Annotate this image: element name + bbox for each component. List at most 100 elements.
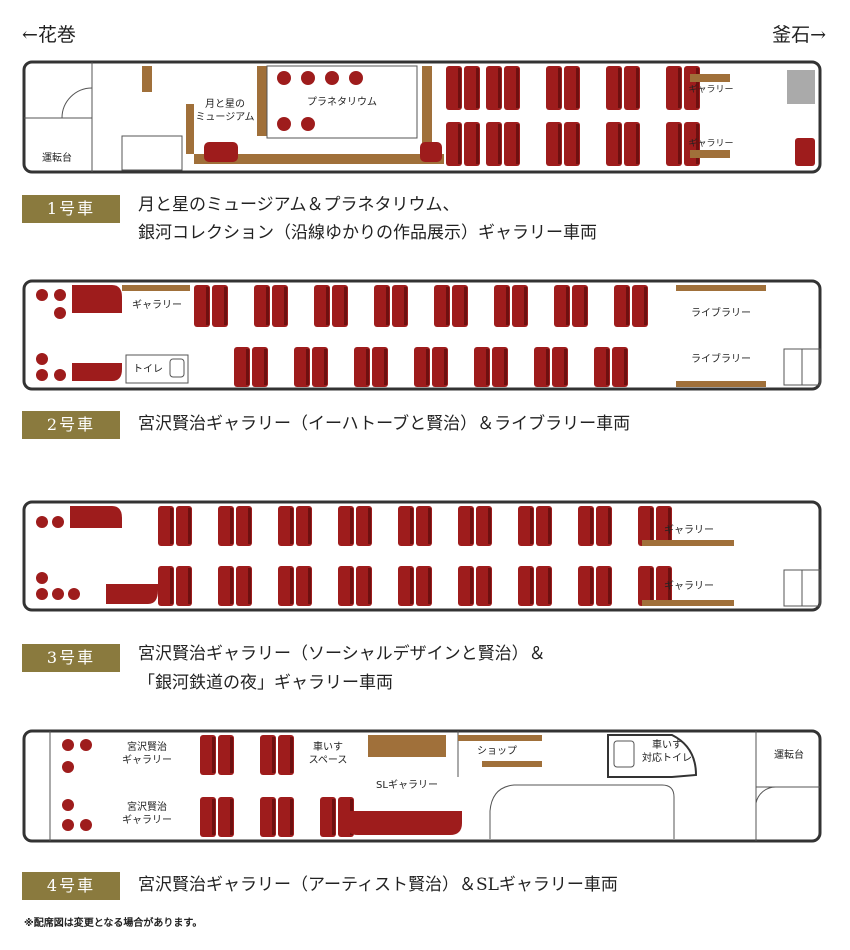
seat-back	[384, 349, 387, 385]
seat-back	[350, 508, 353, 544]
car-1-gallery-bottom-label: ギャラリー	[688, 139, 734, 149]
car-3-gallery-top-label: ギャラリー	[664, 525, 714, 536]
seat-back	[264, 349, 267, 385]
seat-back	[386, 287, 389, 325]
seat-back	[530, 508, 533, 544]
car-1-cab-label: 運転台	[42, 153, 72, 164]
seat-back	[470, 568, 473, 604]
car-4-accessible-toilet-label: 車いす 対応トイレ	[642, 740, 692, 764]
seat-back	[618, 124, 621, 164]
seat-back	[566, 287, 569, 325]
seat-back	[488, 508, 491, 544]
seat-back	[530, 568, 533, 604]
car-3-caption-line-1: 宮沢賢治ギャラリー（ソーシャルデザインと賢治）＆	[138, 644, 546, 664]
seat-back	[306, 349, 309, 385]
seat-back	[488, 568, 491, 604]
seat-back	[444, 349, 447, 385]
seat-back	[678, 124, 681, 164]
seat-back	[206, 287, 209, 325]
seat-back	[576, 68, 579, 108]
seat-back	[650, 568, 653, 604]
seat-back	[548, 568, 551, 604]
seat-back	[230, 737, 233, 773]
car-1-caption-line-2: 銀河コレクション（沿線ゆかりの作品展示）ギャラリー車両	[138, 223, 597, 243]
car-1-caption-line-1: 月と星のミュージアム＆プラネタリウム、	[138, 195, 460, 215]
seat-back	[324, 349, 327, 385]
seat-back	[170, 508, 173, 544]
seat-back	[458, 68, 461, 108]
seat-back	[498, 68, 501, 108]
car-3-badge: 3号車	[22, 644, 120, 672]
seat-back	[428, 568, 431, 604]
seat-back	[170, 568, 173, 604]
seat-back	[618, 68, 621, 108]
seat-back	[546, 349, 549, 385]
seat-back	[272, 799, 275, 835]
seat-back	[368, 568, 371, 604]
seat-back	[284, 287, 287, 325]
seat-back	[590, 508, 593, 544]
car-4-wheelchair-space-label: 車いす スペース	[308, 742, 348, 766]
seat-back	[326, 287, 329, 325]
seat-back	[290, 508, 293, 544]
car-3-layout	[22, 500, 822, 612]
seat-back	[678, 68, 681, 108]
seat-back	[606, 349, 609, 385]
direction-hanamaki: ←花巻	[22, 24, 76, 46]
seat-back	[266, 287, 269, 325]
seat-back	[668, 568, 671, 604]
car-4-layout	[22, 729, 822, 843]
seat-back	[486, 349, 489, 385]
seat-back	[404, 287, 407, 325]
seat-back	[636, 68, 639, 108]
car-4-miyazawa-top-label: 宮沢賢治 ギャラリー	[122, 742, 172, 766]
seat-back	[246, 349, 249, 385]
seat-back	[366, 349, 369, 385]
seat-back	[290, 799, 293, 835]
seat-back	[308, 568, 311, 604]
seat-back	[224, 287, 227, 325]
seat-back	[548, 508, 551, 544]
seat-back	[476, 124, 479, 164]
car-4-badge: 4号車	[22, 872, 120, 900]
seat-back	[696, 124, 699, 164]
seat-back	[608, 508, 611, 544]
car-1-gallery-top-label: ギャラリー	[688, 85, 734, 95]
car-3-caption-line-2: 「銀河鉄道の夜」ギャラリー車両	[138, 673, 393, 693]
seat-back	[230, 568, 233, 604]
seat-back	[344, 287, 347, 325]
seat-back	[308, 508, 311, 544]
car-2-badge: 2号車	[22, 411, 120, 439]
seat-back	[608, 568, 611, 604]
seat-back	[590, 568, 593, 604]
seat-back	[410, 508, 413, 544]
car-2-library-bottom-label: ライブラリー	[691, 354, 751, 365]
car-2-gallery-label: ギャラリー	[132, 300, 182, 311]
seat-back	[558, 68, 561, 108]
seat-back	[350, 568, 353, 604]
seat-back	[188, 508, 191, 544]
seat-back	[464, 287, 467, 325]
seat-back	[498, 124, 501, 164]
seat-back	[458, 124, 461, 164]
seat-back	[212, 799, 215, 835]
car-4-diagram: 宮沢賢治 ギャラリー 宮沢賢治 ギャラリー 車いす スペース SLギャラリー シ…	[22, 727, 822, 843]
seat-back	[248, 568, 251, 604]
seat-back	[188, 568, 191, 604]
car-1-museum-label: 月と星の ミュージアム	[195, 99, 255, 123]
seat-back	[332, 799, 335, 835]
seat-back	[290, 737, 293, 773]
car-3-gallery-bottom-label: ギャラリー	[664, 581, 714, 592]
seat-back	[272, 737, 275, 773]
seat-back	[644, 287, 647, 325]
seat-back	[212, 737, 215, 773]
footnote: ※配席図は変更となる場合があります。	[24, 918, 203, 929]
car-4-shop-label: ショップ	[477, 746, 517, 757]
seat-back	[624, 349, 627, 385]
seat-back	[476, 68, 479, 108]
car-4-caption-line-1: 宮沢賢治ギャラリー（アーティスト賢治）＆SLギャラリー車両	[138, 875, 618, 895]
seat-back	[524, 287, 527, 325]
seat-back	[516, 68, 519, 108]
seat-back	[576, 124, 579, 164]
car-2-caption-line-1: 宮沢賢治ギャラリー（イーハトーブと賢治）＆ライブラリー車両	[138, 414, 631, 434]
